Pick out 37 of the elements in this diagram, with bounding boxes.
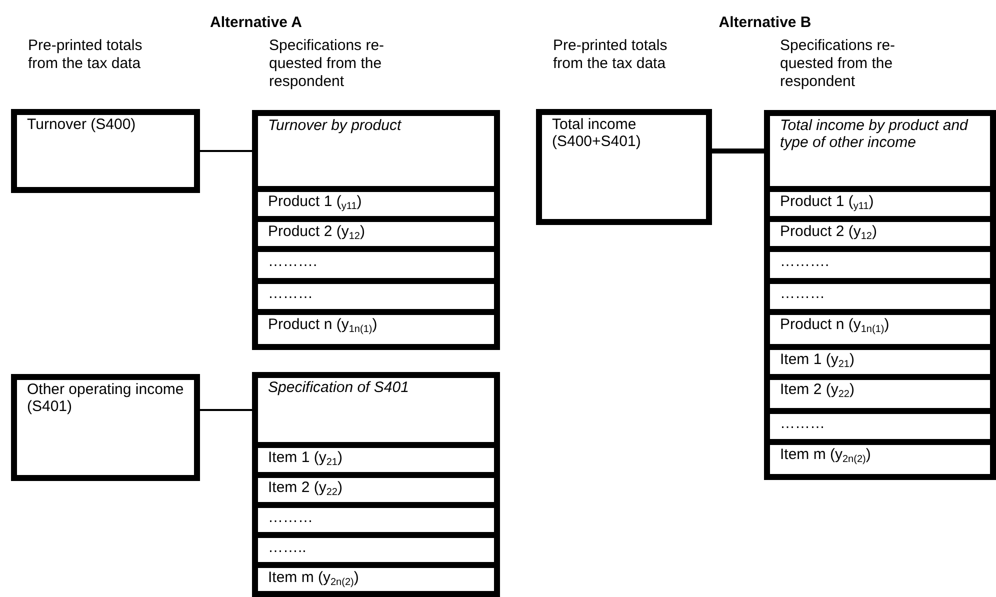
section-heading: Alternative B — [718, 14, 812, 32]
box-text: ………. — [780, 253, 830, 270]
box-text: Turnover (S400) — [27, 116, 137, 133]
column-heading: Specifications re- quested from the respondent — [269, 37, 386, 91]
box-text: Other operating income (S401) — [27, 381, 185, 415]
box-text: Item 1 (y$_{21}$) — [780, 351, 856, 368]
box-text: Item 1 (y$_{21}$) — [268, 449, 344, 466]
box-text: Specification of S401 — [268, 379, 410, 396]
box-text: Total income by product and type of other income — [780, 117, 970, 151]
box-text: Product n (y$_{1n(1)}$) — [780, 316, 890, 333]
box-text: Product n (y$_{1n(1)}$) — [268, 316, 378, 333]
form-box — [11, 109, 200, 193]
box-text: Product 2 (y$_{12}$) — [268, 223, 366, 240]
box-text: Product 2 (y$_{12}$) — [780, 223, 878, 240]
box-text: ……… — [268, 509, 314, 526]
box-text: ……… — [780, 285, 826, 302]
connector-line — [200, 150, 252, 152]
box-text: Item m (y$_{2n(2)}$) — [780, 446, 872, 463]
box-text: Item 2 (y$_{22}$) — [268, 479, 344, 496]
box-text: ……… — [268, 285, 314, 302]
connector-line — [712, 148, 764, 154]
box-text: …….. — [268, 539, 308, 556]
box-text: ……… — [780, 415, 826, 432]
form-box — [536, 109, 712, 225]
column-heading: Pre-printed totals from the tax data — [28, 37, 144, 73]
column-heading: Specifications re- quested from the respondent — [780, 37, 896, 91]
box-text: Item m (y$_{2n(2)}$) — [268, 569, 360, 586]
box-text: Product 1 ($_{y11}$) — [268, 193, 363, 210]
column-heading: Pre-printed totals from the tax data — [553, 37, 668, 73]
box-text: Total income (S400+S401) — [552, 116, 642, 150]
box-text: Item 2 (y$_{22}$) — [780, 381, 856, 398]
box-text: Turnover by product — [268, 117, 403, 134]
box-text: ………. — [268, 253, 318, 270]
connector-line — [200, 409, 252, 411]
section-heading: Alternative A — [209, 14, 303, 32]
form-box — [11, 374, 200, 481]
box-text: Product 1 ($_{y11}$) — [780, 193, 875, 210]
